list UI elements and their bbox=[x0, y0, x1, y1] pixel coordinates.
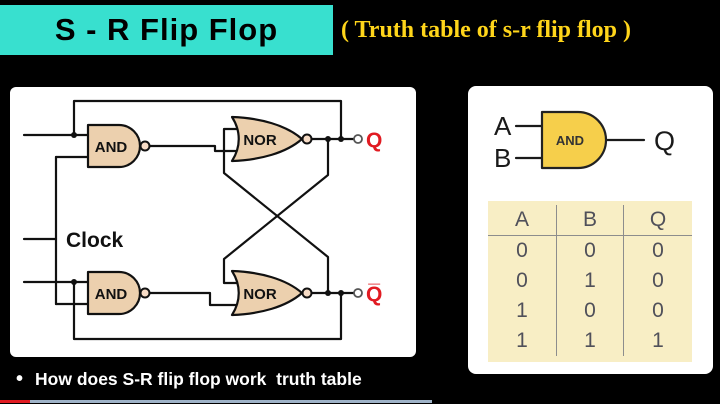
tt-cell: 1 bbox=[652, 329, 664, 352]
bubble-nor-bottom bbox=[301, 287, 313, 299]
title-banner: S - R Flip Flop bbox=[0, 5, 333, 55]
bubble-and-bottom bbox=[139, 287, 151, 299]
qbar-output-label: Q̅ bbox=[366, 283, 382, 306]
nor-gate-bottom bbox=[230, 269, 304, 317]
wire-feedback-bottom-loop bbox=[72, 280, 343, 341]
table-row: 1 1 1 bbox=[488, 326, 692, 356]
junction-dots bbox=[71, 132, 344, 296]
progress-watched bbox=[0, 400, 30, 403]
tt-header-a: A bbox=[488, 205, 556, 236]
caption: • How does S-R flip flop work truth tabl… bbox=[16, 368, 362, 391]
wire-cross-q-to-nor-bottom bbox=[222, 137, 330, 285]
bubble-and-top bbox=[139, 140, 151, 152]
table-row: 1 0 0 bbox=[488, 296, 692, 326]
wire-and-bottom-to-nor-bottom bbox=[147, 291, 240, 307]
wire-cross-qbar-to-nor-top bbox=[222, 127, 330, 295]
terminal-qbar bbox=[353, 288, 363, 298]
terminal-q bbox=[353, 134, 363, 144]
and-gate bbox=[540, 110, 608, 170]
truth-table-panel: AND A B Q A B Q 0 0 0 0 1 0 1 0 bbox=[468, 86, 713, 374]
nor-gate-top bbox=[230, 115, 304, 163]
tt-cell: 0 bbox=[652, 299, 664, 322]
truth-table-header-row: A B Q bbox=[488, 205, 692, 236]
subtitle: ( Truth table of s-r flip flop ) bbox=[341, 17, 632, 43]
bullet-icon: • bbox=[16, 368, 24, 390]
progress-track bbox=[30, 400, 432, 403]
output-q-label: Q bbox=[654, 126, 675, 156]
and-gate-symbol: AND A B Q bbox=[494, 110, 675, 173]
tt-cell: 0 bbox=[516, 239, 528, 262]
tt-cell: 1 bbox=[516, 299, 528, 322]
gate-output-bubbles bbox=[139, 133, 313, 299]
tt-cell: 0 bbox=[652, 239, 664, 262]
page-title: S - R Flip Flop bbox=[54, 12, 279, 47]
tt-header-b: B bbox=[556, 205, 624, 236]
bubble-nor-top bbox=[301, 133, 313, 145]
wire-feedback-top-loop bbox=[72, 99, 343, 141]
and-gate-label: AND bbox=[556, 133, 584, 148]
nor-gate-bottom-label: NOR bbox=[243, 286, 277, 303]
q-output-label: Q bbox=[366, 129, 382, 152]
and-gate-bottom-label: AND bbox=[95, 286, 128, 303]
truth-table: A B Q 0 0 0 0 1 0 1 0 0 1 1 1 bbox=[488, 201, 692, 362]
tt-cell: 0 bbox=[652, 269, 664, 292]
table-row: 0 1 0 bbox=[488, 266, 692, 296]
tt-cell: 0 bbox=[556, 296, 624, 326]
and-gate-top-label: AND bbox=[95, 139, 128, 156]
tt-header-q: Q bbox=[624, 205, 692, 236]
caption-text: How does S-R flip flop work truth table bbox=[35, 369, 362, 389]
wire-and-top-to-nor-top bbox=[147, 144, 240, 153]
tt-cell: 0 bbox=[556, 236, 624, 266]
output-terminals bbox=[353, 134, 363, 298]
tt-cell: 1 bbox=[556, 326, 624, 356]
input-a-label: A bbox=[494, 111, 512, 141]
tt-cell: 0 bbox=[516, 269, 528, 292]
circuit-diagram: AND AND NOR NOR Clock Q Q̅ bbox=[22, 99, 382, 341]
tt-cell: 1 bbox=[516, 329, 528, 352]
tt-cell: 1 bbox=[556, 266, 624, 296]
table-row: 0 0 0 bbox=[488, 236, 692, 266]
circuit-wires bbox=[22, 99, 356, 341]
circuit-panel: AND AND NOR NOR Clock Q Q̅ bbox=[10, 87, 416, 357]
clock-label: Clock bbox=[66, 229, 124, 252]
input-b-label: B bbox=[494, 143, 511, 173]
video-progress-bar[interactable] bbox=[0, 400, 720, 403]
nor-gate-top-label: NOR bbox=[243, 132, 277, 149]
